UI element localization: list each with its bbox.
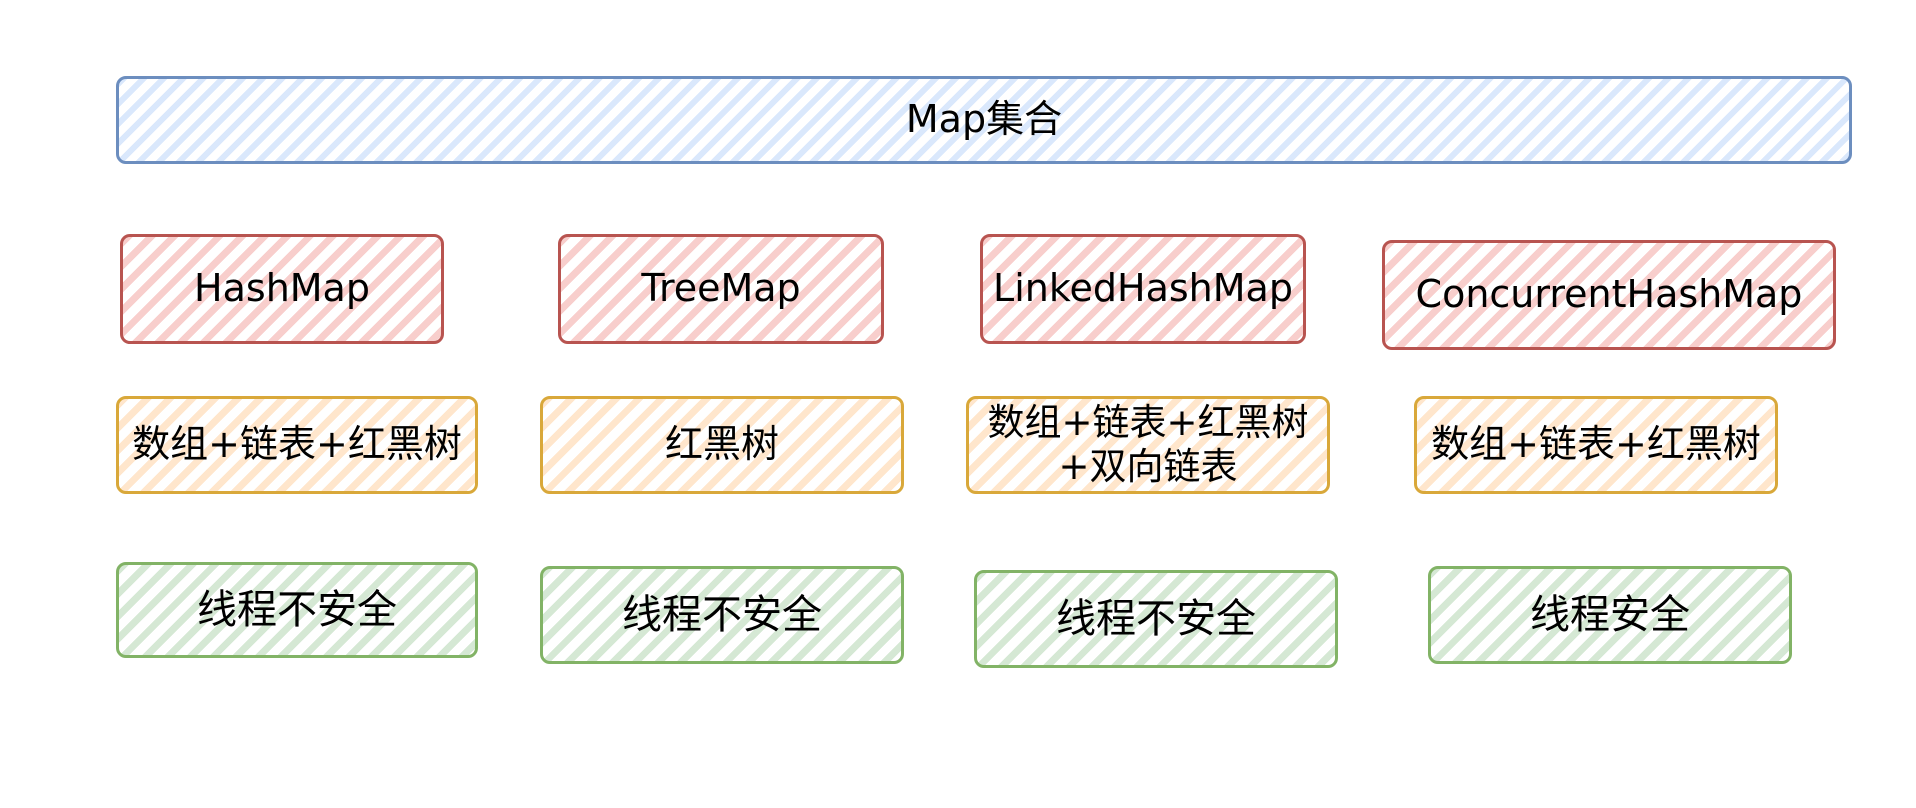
hashmap-structure-label: 数组+链表+红黑树 bbox=[132, 422, 462, 467]
hashmap-structure-box: 数组+链表+红黑树 bbox=[116, 396, 478, 494]
treemap-structure-label: 红黑树 bbox=[664, 422, 779, 467]
treemap-safety-box: 线程不安全 bbox=[540, 566, 904, 664]
hashmap-safety-label: 线程不安全 bbox=[197, 587, 397, 633]
linkedhashmap-label: LinkedHashMap bbox=[993, 266, 1293, 311]
concurrenthashmap-structure-label: 数组+链表+红黑树 bbox=[1431, 422, 1761, 467]
treemap-structure-box: 红黑树 bbox=[540, 396, 904, 494]
concurrenthashmap-structure-box: 数组+链表+红黑树 bbox=[1414, 396, 1778, 494]
treemap-label: TreeMap bbox=[641, 266, 801, 311]
map-collection-label: Map集合 bbox=[905, 97, 1063, 142]
hashmap-safety-box: 线程不安全 bbox=[116, 562, 478, 658]
map-collection-box: Map集合 bbox=[116, 76, 1852, 164]
linkedhashmap-structure-label: 数组+链表+红黑树 +双向链表 bbox=[987, 400, 1309, 488]
linkedhashmap-safety-label: 线程不安全 bbox=[1056, 596, 1256, 642]
concurrenthashmap-box: ConcurrentHashMap bbox=[1382, 240, 1836, 350]
treemap-safety-label: 线程不安全 bbox=[622, 592, 822, 638]
treemap-box: TreeMap bbox=[558, 234, 884, 344]
concurrenthashmap-safety-box: 线程安全 bbox=[1428, 566, 1792, 664]
linkedhashmap-structure-box: 数组+链表+红黑树 +双向链表 bbox=[966, 396, 1330, 494]
concurrenthashmap-safety-label: 线程安全 bbox=[1530, 592, 1690, 638]
hashmap-label: HashMap bbox=[194, 266, 370, 311]
linkedhashmap-safety-box: 线程不安全 bbox=[974, 570, 1338, 668]
hashmap-box: HashMap bbox=[120, 234, 444, 344]
linkedhashmap-box: LinkedHashMap bbox=[980, 234, 1306, 344]
concurrenthashmap-label: ConcurrentHashMap bbox=[1415, 272, 1803, 317]
